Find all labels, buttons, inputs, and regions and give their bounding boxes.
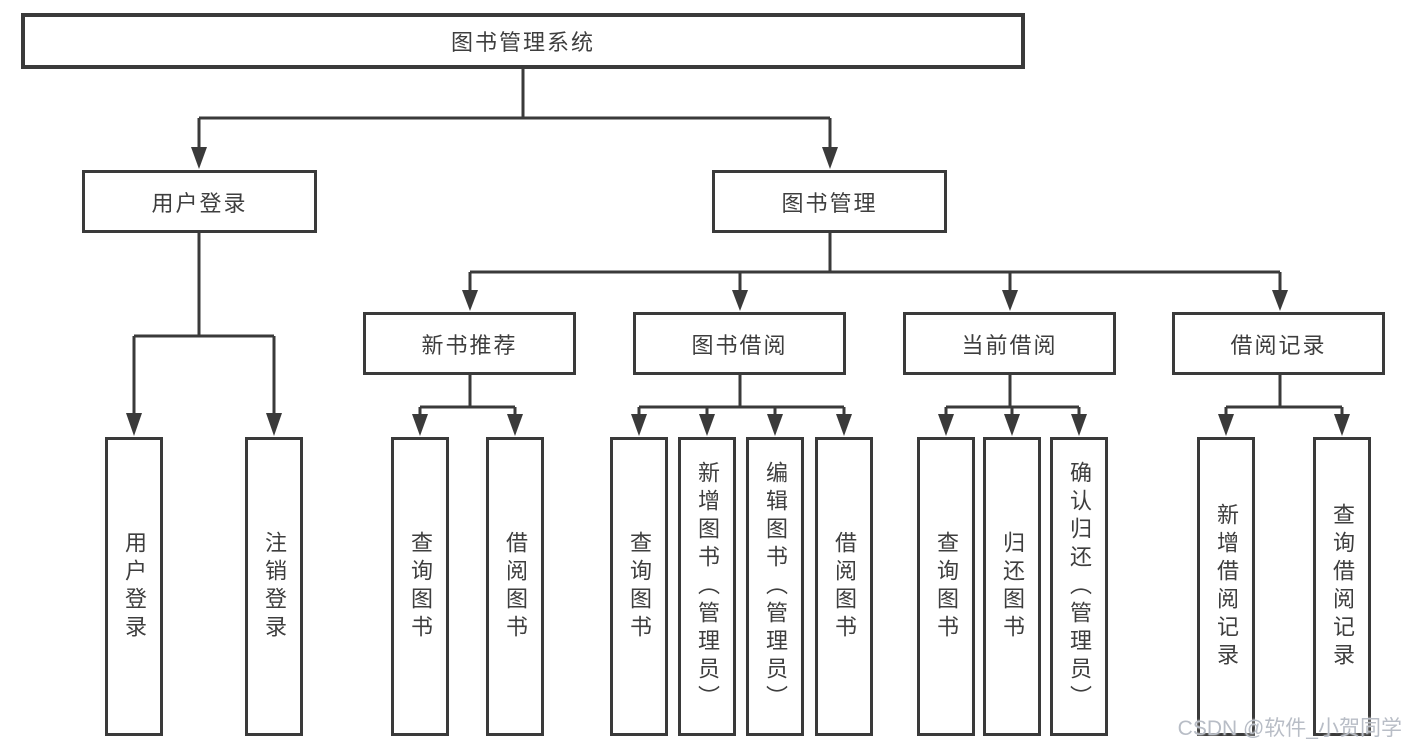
leaf-edit-books-admin-label: 编辑图书（管理员） — [763, 460, 788, 713]
watermark: CSDN @软件_小贺同学 — [1177, 717, 1402, 740]
node-root-label: 图书管理系统 — [450, 30, 595, 55]
leaf-borrow-books-label: 借阅图书 — [832, 530, 857, 643]
leaf-query-books-recommend: 查询图书 — [391, 437, 449, 736]
leaf-add-borrow-record: 新增借阅记录 — [1197, 437, 1255, 736]
node-root: 图书管理系统 — [21, 13, 1025, 69]
node-user-login-label: 用户登录 — [151, 190, 248, 216]
node-borrow-records: 借阅记录 — [1172, 312, 1385, 375]
node-book-management: 图书管理 — [712, 170, 947, 233]
leaf-query-books-current: 查询图书 — [917, 437, 975, 736]
arrowheads — [126, 147, 1350, 436]
leaf-confirm-return-admin: 确认归还（管理员） — [1050, 437, 1108, 736]
leaf-borrow-books: 借阅图书 — [815, 437, 873, 736]
leaf-query-borrow-record-label: 查询借阅记录 — [1330, 502, 1355, 671]
leaf-borrow-books-recommend: 借阅图书 — [486, 437, 544, 736]
node-new-book-recommend: 新书推荐 — [363, 312, 576, 375]
leaf-borrow-books-recommend-label: 借阅图书 — [503, 530, 528, 643]
node-book-borrow: 图书借阅 — [633, 312, 846, 375]
leaf-return-books: 归还图书 — [983, 437, 1041, 736]
leaf-query-books-borrow-label: 查询图书 — [627, 530, 652, 643]
leaf-user-login-label: 用户登录 — [122, 530, 147, 643]
leaf-confirm-return-admin-label: 确认归还（管理员） — [1067, 460, 1092, 713]
leaf-logout: 注销登录 — [245, 437, 303, 736]
leaf-add-borrow-record-label: 新增借阅记录 — [1214, 502, 1239, 671]
node-book-borrow-label: 图书借阅 — [691, 332, 788, 358]
node-book-management-label: 图书管理 — [781, 190, 878, 216]
leaf-query-books-borrow: 查询图书 — [610, 437, 668, 736]
leaf-logout-label: 注销登录 — [262, 530, 287, 643]
node-current-borrow: 当前借阅 — [903, 312, 1116, 375]
leaf-add-books-admin-label: 新增图书（管理员） — [695, 460, 720, 713]
node-new-book-recommend-label: 新书推荐 — [421, 332, 518, 358]
leaf-query-books-recommend-label: 查询图书 — [408, 530, 433, 643]
leaf-add-books-admin: 新增图书（管理员） — [678, 437, 736, 736]
leaf-query-books-current-label: 查询图书 — [934, 530, 959, 643]
leaf-user-login: 用户登录 — [105, 437, 163, 736]
leaf-return-books-label: 归还图书 — [1000, 530, 1025, 643]
leaf-query-borrow-record: 查询借阅记录 — [1313, 437, 1371, 736]
node-borrow-records-label: 借阅记录 — [1230, 332, 1327, 358]
node-user-login: 用户登录 — [82, 170, 317, 233]
node-current-borrow-label: 当前借阅 — [961, 332, 1058, 358]
leaf-edit-books-admin: 编辑图书（管理员） — [746, 437, 804, 736]
